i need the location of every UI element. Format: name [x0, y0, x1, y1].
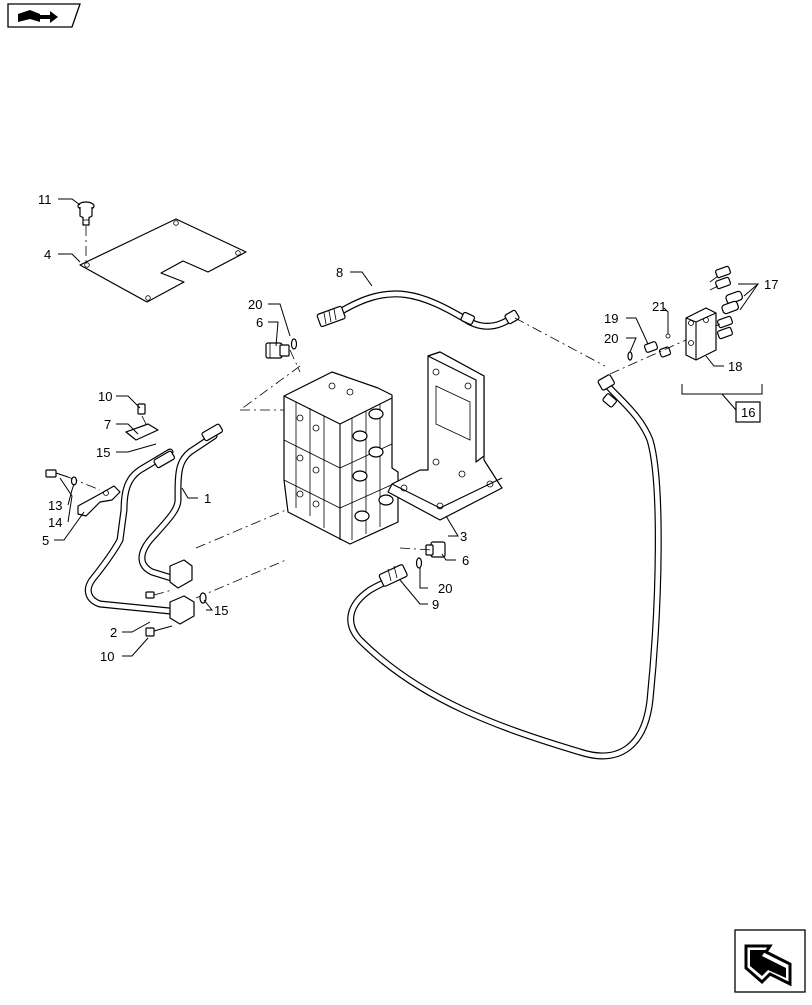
part-20-seal-upper	[290, 338, 298, 350]
callout-21: 21	[652, 299, 666, 314]
callout-13: 13	[48, 498, 62, 513]
callout-16: 16	[741, 405, 755, 420]
kit-bracket-16	[681, 384, 763, 423]
part-10-bolt	[137, 403, 149, 429]
callout-11: 10	[100, 649, 114, 664]
callout-6-lower: 6	[462, 553, 469, 568]
leader-lines	[54, 198, 760, 657]
callout-1: 1	[204, 491, 211, 506]
callout-4: 4	[44, 247, 51, 262]
callout-15-upper: 15	[96, 445, 110, 460]
part-5-clamp	[77, 485, 121, 517]
part-14-washer	[70, 476, 78, 486]
part-6-elbow-upper	[265, 342, 290, 359]
centerline	[239, 365, 301, 411]
part-21-fitting	[658, 333, 672, 358]
callout-9: 9	[432, 597, 439, 612]
part-17-fittings	[709, 265, 743, 340]
callout-18: 18	[728, 359, 742, 374]
book-arrow-icon[interactable]	[7, 3, 81, 28]
part-9-hose	[347, 374, 662, 760]
centerline	[514, 317, 606, 367]
part-12-screw	[77, 201, 95, 262]
control-valve-bank	[283, 371, 399, 545]
next-page-arrow-icon[interactable]	[734, 929, 806, 993]
part-19-fitting	[643, 341, 659, 353]
part-18-manifold	[685, 307, 717, 361]
callout-15-lower: 15	[214, 603, 228, 618]
callout-3: 3	[460, 529, 467, 544]
part-11-bolt	[145, 625, 173, 637]
centerline	[195, 559, 287, 599]
callout-20-right: 20	[604, 331, 618, 346]
callout-5: 5	[42, 533, 49, 548]
centerline	[195, 509, 287, 549]
part-7-clamp	[125, 423, 159, 441]
callout-20-lower: 20	[438, 581, 452, 596]
part-20-seal-right	[627, 351, 633, 361]
callout-10: 10	[98, 389, 112, 404]
callout-17: 17	[764, 277, 778, 292]
centerline	[399, 547, 433, 551]
part-8-hose	[316, 290, 520, 330]
callout-8: 8	[336, 265, 343, 280]
callout-labels: 11 4 8 20 6 10 7 15 1 13 14 5 2 10 15 3 …	[38, 192, 778, 664]
callout-20-upper: 20	[248, 297, 262, 312]
part-4-plate	[79, 218, 247, 303]
part-3-bracket	[387, 351, 503, 521]
centerline	[289, 349, 301, 373]
callout-19: 19	[604, 311, 618, 326]
callout-7: 7	[104, 417, 111, 432]
callout-14: 14	[48, 515, 62, 530]
callout-6-upper: 6	[256, 315, 263, 330]
part-20-seal-lower	[415, 557, 423, 569]
part-1-tube	[138, 423, 224, 589]
centerline	[609, 339, 687, 375]
part-6-elbow-lower	[425, 541, 446, 558]
bolt-small	[145, 589, 173, 599]
callout-12: 11	[38, 192, 52, 207]
callout-2: 2	[110, 625, 117, 640]
part-2-tube	[84, 448, 195, 625]
